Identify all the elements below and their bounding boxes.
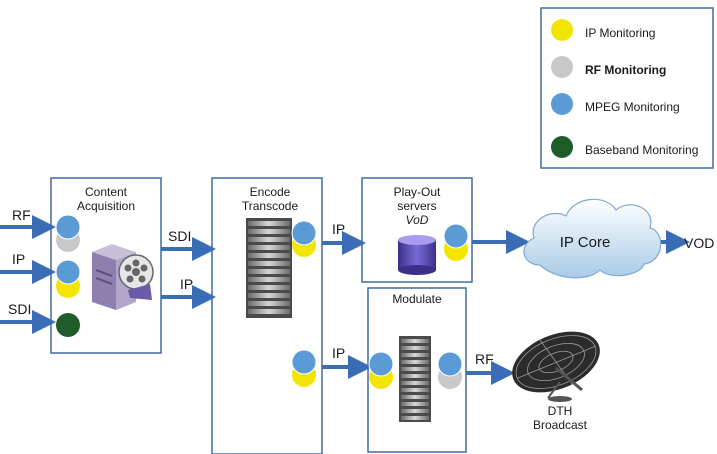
playout-title-1: Play-Out (394, 185, 441, 199)
baseband-monitoring-dot (551, 136, 573, 158)
mpeg-probe-dot (55, 259, 81, 285)
dth-label-1: DTH (548, 404, 573, 418)
ip-playout-label: IP (332, 221, 345, 237)
sdi-input-label: SDI (8, 301, 31, 317)
playout-title-2: servers (397, 199, 436, 213)
legend-label-baseband: Baseband Monitoring (585, 143, 698, 157)
mpeg-probe-dot (443, 223, 469, 249)
modulate-title: Modulate (392, 292, 442, 306)
legend: IP Monitoring RF Monitoring MPEG Monitor… (540, 7, 714, 169)
satellite-dish-icon (512, 331, 600, 402)
rf-input-label: RF (12, 207, 31, 223)
legend-item-ip: IP Monitoring (551, 19, 655, 41)
rack-unit (248, 245, 290, 250)
rack-unit (401, 353, 429, 357)
vod-server-icon (398, 235, 436, 275)
rack-unit (248, 237, 290, 242)
content-acquisition-title-1: Content (85, 185, 128, 199)
encode-title-2: Transcode (242, 199, 299, 213)
playout-probes (443, 223, 469, 261)
encode-transcode-block: Encode Transcode (211, 177, 323, 454)
ip-core-label: IP Core (560, 234, 611, 251)
rack-unit (401, 381, 429, 385)
rack-unit (248, 229, 290, 234)
ip-monitoring-dot (551, 19, 573, 41)
mpeg-probe-dot (291, 349, 317, 375)
baseband-probe-dot (56, 313, 80, 337)
encode-title-1: Encode (250, 185, 291, 199)
rack-unit (401, 416, 429, 420)
rack-unit (248, 285, 290, 290)
rack-unit (401, 367, 429, 371)
rack-unit (401, 388, 429, 392)
rack-unit (248, 269, 290, 274)
rack-unit (248, 293, 290, 298)
encoder-rack-icon (246, 218, 292, 318)
ip-modulate-label: IP (332, 345, 345, 361)
mpeg-probe-dot (55, 214, 81, 240)
rack-unit (248, 261, 290, 266)
ip-core-cloud: IP Core (523, 198, 662, 279)
modulate-probes (368, 351, 463, 389)
ip-acq-link-label: IP (180, 276, 193, 292)
content-acquisition-block: Content Acquisition (50, 177, 162, 354)
mpeg-monitoring-dot (551, 93, 573, 115)
rack-unit (248, 221, 290, 226)
rack-unit (401, 339, 429, 343)
legend-item-rf: RF Monitoring (551, 56, 666, 78)
rack-unit (248, 277, 290, 282)
rack-unit (248, 309, 290, 314)
rf-monitoring-dot (551, 56, 573, 78)
rack-unit (401, 409, 429, 413)
rack-unit (248, 301, 290, 306)
dth-label-2: Broadcast (533, 418, 588, 432)
sdi-link-label: SDI (168, 228, 191, 244)
film-reel-icon (118, 254, 154, 300)
content-acquisition-title-2: Acquisition (77, 199, 135, 213)
rack-unit (401, 360, 429, 364)
mpeg-probe-dot (291, 220, 317, 246)
rack-unit (401, 374, 429, 378)
acquisition-probes (55, 214, 81, 337)
mpeg-probe-dot (437, 351, 463, 377)
playout-servers-block: Play-Out servers VoD (361, 177, 473, 283)
rack-unit (401, 346, 429, 350)
rack-unit (401, 402, 429, 406)
modulator-rack-icon (399, 336, 431, 422)
mpeg-probe-dot (368, 351, 394, 377)
legend-label-ip: IP Monitoring (585, 26, 655, 40)
acq-to-encode-arrows (161, 237, 216, 309)
legend-label-mpeg: MPEG Monitoring (585, 100, 680, 114)
ip-input-label: IP (12, 251, 25, 267)
playout-title-3: VoD (406, 213, 429, 227)
legend-label-rf: RF Monitoring (585, 63, 666, 77)
rf-out-label: RF (475, 351, 494, 367)
rack-unit (401, 395, 429, 399)
legend-item-mpeg: MPEG Monitoring (551, 93, 680, 115)
input-arrows (0, 215, 56, 334)
vod-label: VOD (684, 235, 714, 251)
encode-probes (291, 220, 317, 387)
legend-item-baseband: Baseband Monitoring (551, 136, 698, 158)
rack-unit (248, 253, 290, 258)
